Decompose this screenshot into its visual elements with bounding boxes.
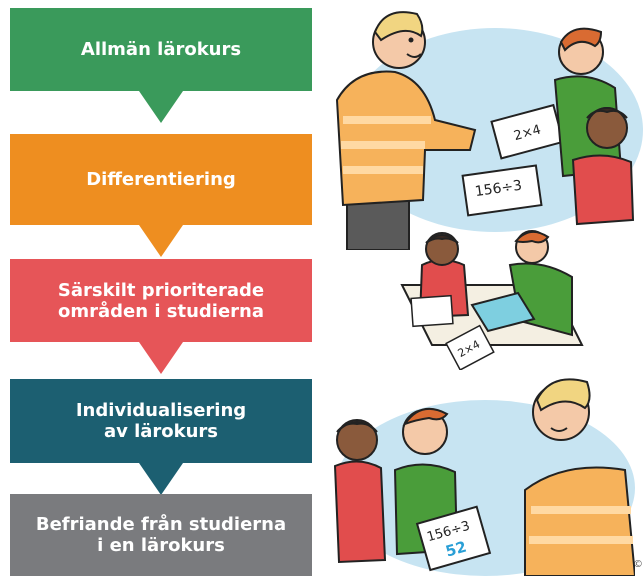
student-showing-answer-illustration: 156÷3 52 [333, 378, 635, 576]
arrow-down-icon [139, 342, 183, 374]
arrow-down-icon [139, 463, 183, 495]
answer-paper-result: 52 [443, 538, 468, 561]
teacher-handing-papers-illustration: 2×4 156÷3 [335, 11, 643, 250]
step-label: Befriande från studierna i en lärokurs [35, 514, 287, 556]
step-prioritized-areas: Särskilt prioriterade områden i studiern… [10, 259, 312, 342]
paper-1-problem: 2×4 [512, 122, 542, 144]
step-label: Individualisering av lärokurs [75, 400, 247, 442]
step-general-syllabus: Allmän lärokurs [10, 8, 312, 91]
step-differentiation: Differentiering [10, 134, 312, 225]
step-label: Differentiering [86, 169, 236, 190]
copyright-mark: © [633, 559, 643, 570]
step-label: Allmän lärokurs [80, 39, 242, 60]
step-exemption: Befriande från studierna i en lärokurs [10, 494, 312, 576]
process-flowchart: Allmän lärokurs Differentiering Särskilt… [10, 0, 312, 576]
arrow-down-icon [139, 91, 183, 123]
students-at-desk-illustration: 2×4 [400, 230, 584, 370]
step-label: Särskilt prioriterade områden i studiern… [57, 279, 265, 322]
paper-2-problem: 156÷3 [474, 178, 523, 200]
arrow-down-icon [139, 225, 183, 257]
step-individualization: Individualisering av lärokurs [10, 379, 312, 463]
